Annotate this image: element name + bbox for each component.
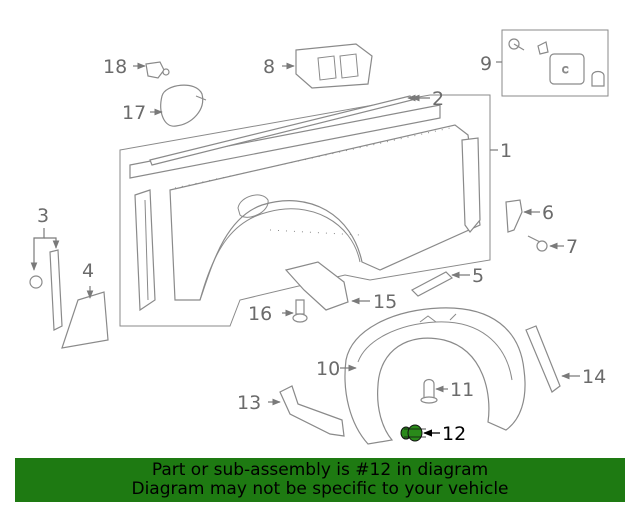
part-5-seal: 5 <box>411 265 484 297</box>
info-banner: Part or sub-assembly is #12 in diagram D… <box>15 458 625 502</box>
callout-17: 17 <box>122 102 146 124</box>
part-4-guard: 4 <box>61 260 109 349</box>
callout-2: 2 <box>432 88 444 110</box>
part-9-kit: C 9 <box>480 29 609 97</box>
callout-14: 14 <box>582 366 606 388</box>
callout-11: 11 <box>450 379 474 401</box>
callout-16: 16 <box>248 303 272 325</box>
callout-9: 9 <box>480 53 492 75</box>
part-2-rail: 2 <box>149 88 444 166</box>
part-14-strip: 14 <box>525 325 606 393</box>
callout-13: 13 <box>237 392 261 414</box>
part-16-bolt: 16 <box>248 299 308 325</box>
part-11-clip: 11 <box>420 378 474 404</box>
callout-6: 6 <box>542 202 554 224</box>
part-10-liner: 10 <box>316 307 526 445</box>
part-18-fitting: 18 <box>103 56 170 79</box>
callout-18: 18 <box>103 56 127 78</box>
part-6-bracket: 6 <box>505 199 554 233</box>
bed-side-panel <box>119 94 491 327</box>
banner-line-1: Part or sub-assembly is #12 in diagram <box>151 460 489 480</box>
part-1-bracket: 1 <box>461 137 512 233</box>
callout-15: 15 <box>373 291 397 313</box>
callout-1: 1 <box>500 140 512 162</box>
part-7-bolt: 7 <box>527 235 578 258</box>
callout-12: 12 <box>442 423 466 445</box>
callout-5: 5 <box>472 265 484 287</box>
callout-4: 4 <box>82 260 94 282</box>
part-8-housing: 8 <box>263 43 373 89</box>
part-3-molding: 3 <box>29 205 63 331</box>
callout-7: 7 <box>566 236 578 258</box>
svg-text:C: C <box>562 66 568 76</box>
part-17-fuel-door: 17 <box>122 84 207 127</box>
part-15-reinforcement: 15 <box>284 261 397 313</box>
callout-8: 8 <box>263 56 275 78</box>
banner-line-2: Diagram may not be specific to your vehi… <box>131 479 509 499</box>
part-12-fastener: 12 <box>400 423 466 445</box>
part-13-bracket: 13 <box>237 385 345 437</box>
callout-10: 10 <box>316 358 340 380</box>
callout-3: 3 <box>37 205 49 227</box>
parts-diagram: 2 1 18 17 8 C 9 <box>29 29 609 445</box>
